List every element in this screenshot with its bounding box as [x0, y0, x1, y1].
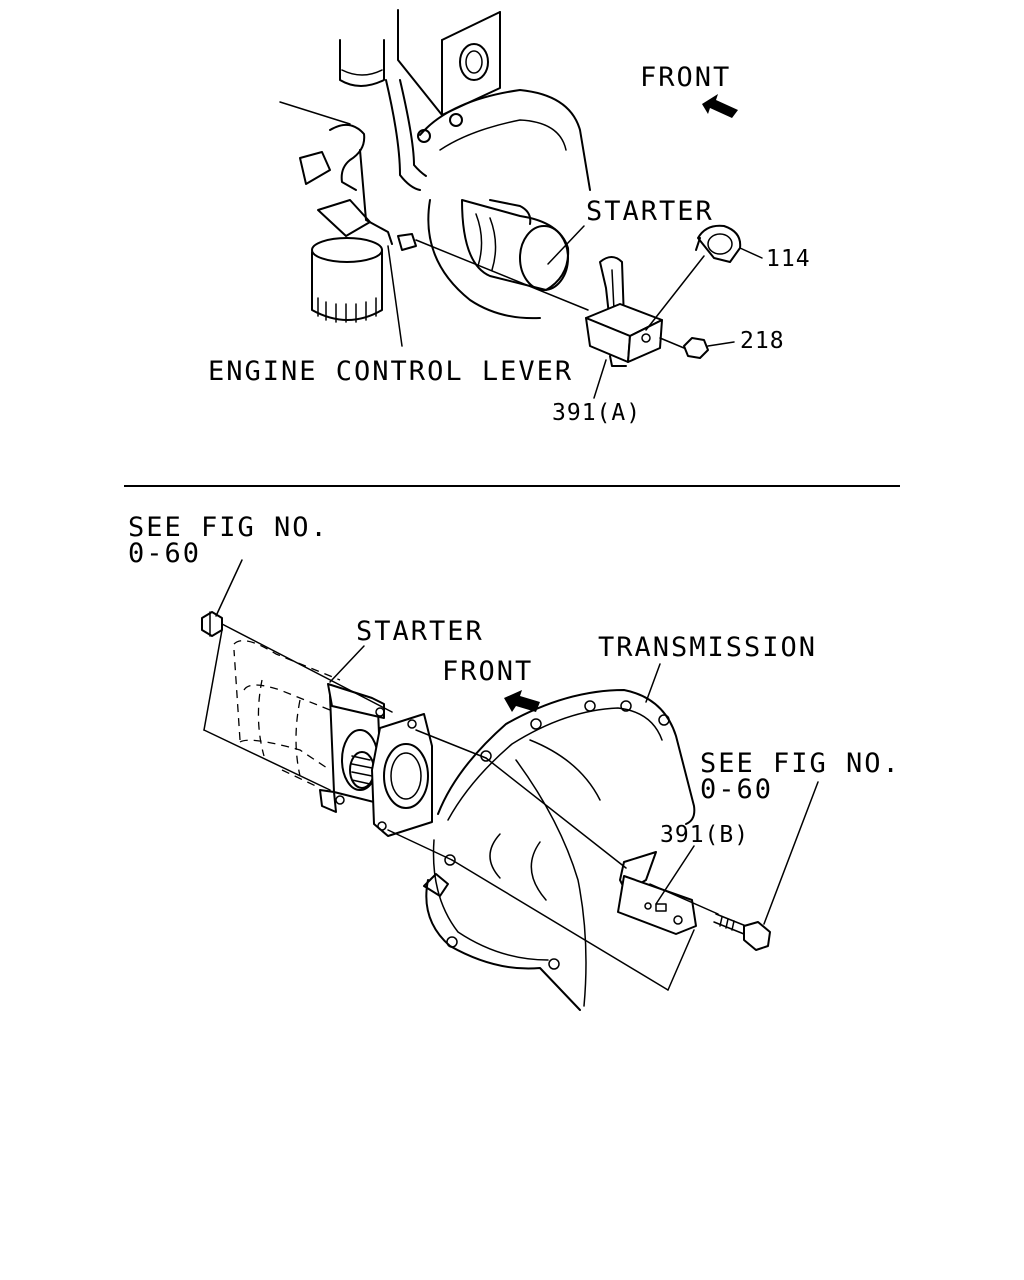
see-fig-right-line2: 0-60 [700, 774, 773, 805]
leader-see-fig-left [215, 559, 243, 617]
bottom-figure: SEE FIG NO. 0-60 STARTER TRANSMISSION FR… [128, 512, 901, 1011]
leader-391b [655, 845, 695, 905]
alignment-lines [203, 623, 719, 991]
engine-block-drawing [279, 9, 591, 323]
bolt-right [713, 913, 771, 951]
bracket-391a [585, 256, 663, 367]
leader-see-fig-right [763, 781, 819, 925]
leader-starter-top [547, 225, 585, 265]
starter-label-top: STARTER [586, 196, 714, 227]
leader-engine-lever [387, 245, 403, 347]
front-arrow-icon [504, 690, 540, 712]
transmission-label: TRANSMISSION [598, 632, 817, 663]
clip-114 [645, 224, 763, 331]
bolt-left [201, 611, 223, 637]
see-fig-left-line2: 0-60 [128, 538, 201, 569]
bracket-391b [617, 851, 697, 935]
nut-218 [659, 337, 735, 359]
front-arrow-icon [702, 94, 738, 118]
transmission-housing-drawing [423, 689, 696, 1011]
spacer-plate [371, 713, 433, 837]
leader-starter-bottom [329, 645, 365, 683]
leader-transmission [645, 663, 661, 703]
top-figure: FRONT STARTER 114 218 ENGINE CONTROL LEV… [208, 9, 811, 426]
starter-label-bottom: STARTER [356, 616, 484, 647]
starter-motor-drawing [233, 640, 385, 813]
engine-control-lever-label: ENGINE CONTROL LEVER [208, 356, 573, 387]
see-fig-left-line1: SEE FIG NO. [128, 512, 329, 543]
front-label-bottom: FRONT [442, 656, 533, 687]
part-391b-label: 391(B) [660, 822, 749, 848]
part-391a-label: 391(A) [552, 400, 641, 426]
leader-391a [593, 359, 607, 399]
part-218-label: 218 [740, 328, 785, 354]
part-114-label: 114 [766, 246, 811, 272]
see-fig-right-line1: SEE FIG NO. [700, 748, 901, 779]
front-label-top: FRONT [640, 62, 731, 93]
